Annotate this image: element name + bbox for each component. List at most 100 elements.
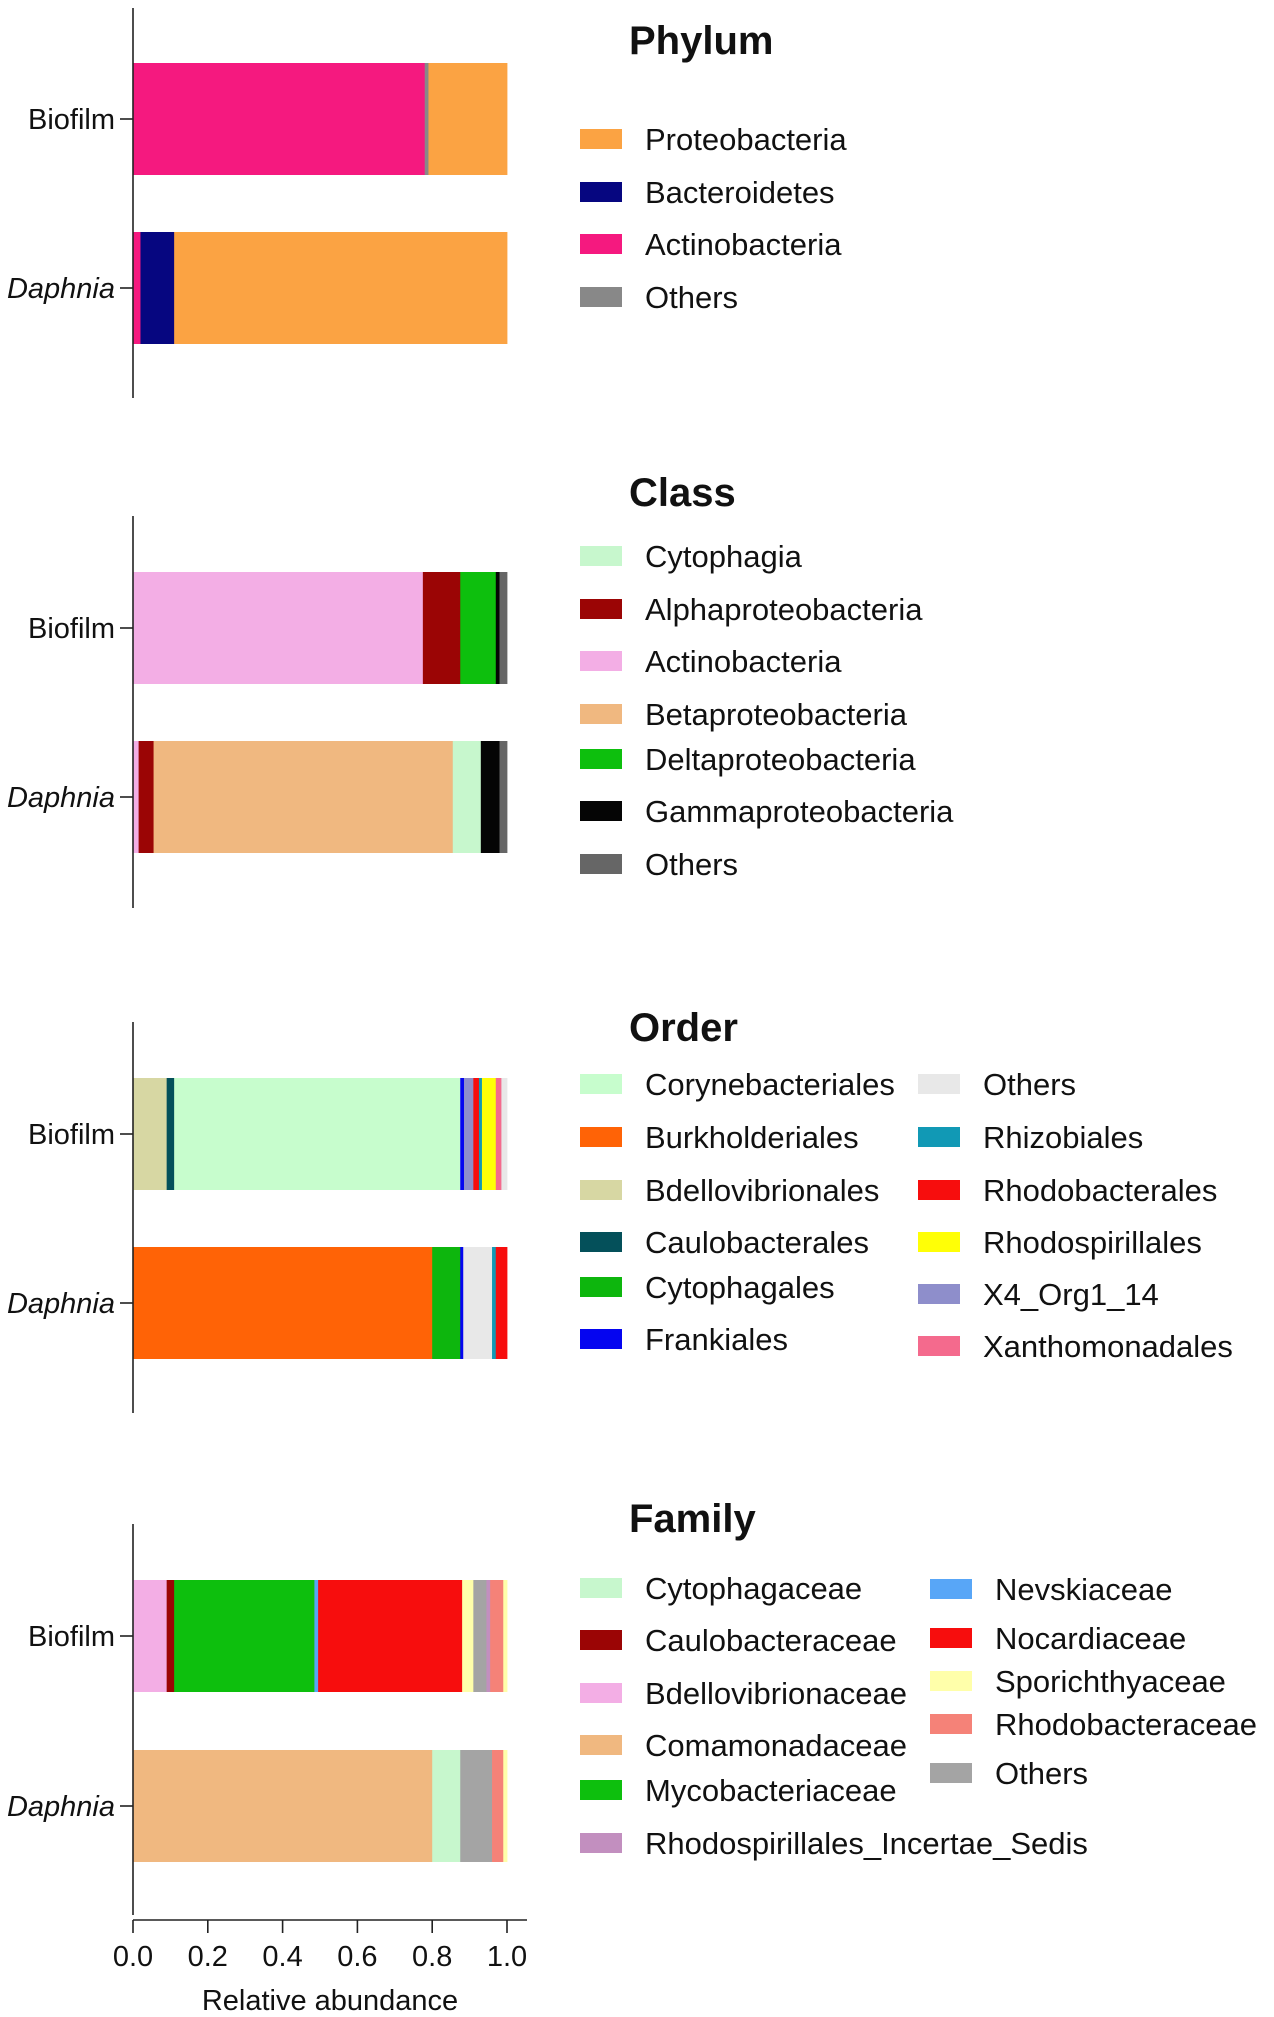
legend-swatch <box>580 287 622 307</box>
legend-label: Others <box>645 847 738 882</box>
category-label-daphnia: Daphnia <box>7 782 115 814</box>
legend-label: Comamonadaceae <box>645 1728 907 1763</box>
legend-label: Proteobacteria <box>645 122 847 157</box>
legend-swatch <box>580 651 622 671</box>
legend-swatch <box>580 1329 622 1349</box>
legend-swatch <box>580 546 622 566</box>
legend-item-corynebacteriales: Corynebacteriales <box>580 1067 895 1102</box>
legend-item-mycobacteriaceae: Mycobacteriaceae <box>580 1773 897 1808</box>
bar-segment-biofilm-alphaproteobacteria <box>422 572 461 684</box>
legend-item-cytophagaceae: Cytophagaceae <box>580 1571 862 1606</box>
legend-swatch <box>580 1232 622 1252</box>
x-tick-label: 0.4 <box>262 1941 302 1973</box>
panel-order: OrderBiofilmDaphniaCorynebacterialesBurk… <box>7 1006 1233 1413</box>
bar-segment-biofilm-bdellovibrionaceae <box>133 1580 168 1692</box>
legend-item-comamonadaceae: Comamonadaceae <box>580 1728 907 1763</box>
legend-item-bdellovibrionales: Bdellovibrionales <box>580 1173 879 1208</box>
bar-segment-biofilm-rhizobiales <box>478 1078 483 1190</box>
legend-swatch <box>930 1714 972 1734</box>
legend-item-gammaproteobacteria: Gammaproteobacteria <box>580 794 954 829</box>
x-tick-label: 0.2 <box>188 1941 228 1973</box>
legend-swatch <box>930 1671 972 1691</box>
legend-item-deltaproteobacteria: Deltaproteobacteria <box>580 742 916 777</box>
bar-segment-biofilm-actinobacteria <box>133 572 424 684</box>
legend-label: Gammaproteobacteria <box>645 794 954 829</box>
bar-segment-biofilm-deltaproteobacteria <box>460 572 497 684</box>
legend-swatch <box>930 1763 972 1783</box>
legend-label: Cytophagaceae <box>645 1571 862 1606</box>
legend-swatch <box>580 704 622 724</box>
bar-segment-daphnia-others <box>460 1750 493 1862</box>
bar-segment-daphnia-gammaproteobacteria <box>480 741 500 853</box>
legend-swatch <box>580 1277 622 1297</box>
legend-item-bdellovibrionaceae: Bdellovibrionaceae <box>580 1676 907 1711</box>
legend-label: Xanthomonadales <box>983 1329 1233 1364</box>
legend-item-sporichthyaceae: Sporichthyaceae <box>930 1664 1226 1699</box>
legend-item-cytophagales: Cytophagales <box>580 1270 835 1305</box>
bar-segment-biofilm-others <box>501 1078 508 1190</box>
legend-item-xanthomonadales: Xanthomonadales <box>918 1329 1233 1364</box>
x-tick-label: 0.0 <box>113 1941 153 1973</box>
legend-item-burkholderiales: Burkholderiales <box>580 1120 859 1155</box>
legend-label: Sporichthyaceae <box>995 1664 1226 1699</box>
bar-segment-daphnia-cytophagaceae <box>432 1750 461 1862</box>
legend-label: Rhodospirillales_Incertae_Sedis <box>645 1826 1088 1861</box>
legend-label: Bdellovibrionales <box>645 1173 879 1208</box>
legend-item-betaproteobacteria: Betaproteobacteria <box>580 697 908 732</box>
bar-segment-daphnia-bacteroidetes <box>140 232 175 344</box>
bar-segment-biofilm-corynebacteriales <box>174 1078 461 1190</box>
panel-title: Family <box>629 1497 756 1541</box>
legend-item-rhodobacterales: Rhodobacterales <box>918 1173 1217 1208</box>
bar-segment-biofilm-nocardiaceae <box>318 1580 463 1692</box>
legend-item-rhodobacteraceae: Rhodobacteraceae <box>930 1707 1257 1742</box>
bar-segment-biofilm-sporichthyaceae <box>462 1580 474 1692</box>
legend-label: Nevskiaceae <box>995 1572 1172 1607</box>
legend-label: Rhizobiales <box>983 1120 1143 1155</box>
legend-swatch <box>918 1127 960 1147</box>
legend-item-caulobacteraceae: Caulobacteraceae <box>580 1623 897 1658</box>
legend-label: Others <box>983 1067 1076 1102</box>
bar-segment-biofilm-rhodobacterales <box>473 1078 480 1190</box>
legend-item-cytophagia: Cytophagia <box>580 539 803 574</box>
bar-segment-daphnia-actinobacteria <box>133 232 141 344</box>
legend-item-others: Others <box>930 1756 1088 1791</box>
legend-swatch <box>930 1628 972 1648</box>
bar-segment-daphnia-rhodobacteraceae <box>492 1750 504 1862</box>
legend-swatch <box>930 1579 972 1599</box>
legend-swatch <box>918 1180 960 1200</box>
legend-label: Frankiales <box>645 1322 788 1357</box>
legend-swatch <box>580 1578 622 1598</box>
legend-swatch <box>918 1284 960 1304</box>
panel-title: Phylum <box>629 19 773 63</box>
category-label-biofilm: Biofilm <box>28 1119 115 1151</box>
legend-label: Bacteroidetes <box>645 175 835 210</box>
panel-class: ClassBiofilmDaphniaCytophagiaAlphaproteo… <box>7 471 954 908</box>
legend-swatch <box>580 1127 622 1147</box>
legend-swatch <box>580 749 622 769</box>
legend-label: X4_Org1_14 <box>983 1277 1159 1312</box>
legend-item-proteobacteria: Proteobacteria <box>580 122 847 157</box>
x-tick-label: 0.6 <box>337 1941 377 1973</box>
legend-label: Rhodobacterales <box>983 1173 1217 1208</box>
bar-segment-daphnia-alphaproteobacteria <box>138 741 154 853</box>
category-label-daphnia: Daphnia <box>7 1288 115 1320</box>
legend-item-others: Others <box>580 847 738 882</box>
legend-item-alphaproteobacteria: Alphaproteobacteria <box>580 592 923 627</box>
legend-swatch <box>580 182 622 202</box>
legend-label: Rhodospirillales <box>983 1225 1202 1260</box>
legend-label: Mycobacteriaceae <box>645 1773 897 1808</box>
legend-swatch <box>580 234 622 254</box>
bar-segment-biofilm-proteobacteria <box>428 63 508 175</box>
legend-swatch <box>580 1735 622 1755</box>
bar-segment-biofilm-actinobacteria <box>133 63 426 175</box>
legend-item-rhizobiales: Rhizobiales <box>918 1120 1143 1155</box>
bar-segment-biofilm-nevskiaceae <box>314 1580 319 1692</box>
legend-swatch <box>918 1336 960 1356</box>
bar-segment-biofilm-caulobacteraceae <box>166 1580 175 1692</box>
legend-label: Alphaproteobacteria <box>645 592 923 627</box>
panel-title: Class <box>629 471 736 515</box>
legend-item-rhodospirillales-incertae-sedis: Rhodospirillales_Incertae_Sedis <box>580 1826 1088 1861</box>
bar-segment-biofilm-rhodospirillales <box>481 1078 497 1190</box>
